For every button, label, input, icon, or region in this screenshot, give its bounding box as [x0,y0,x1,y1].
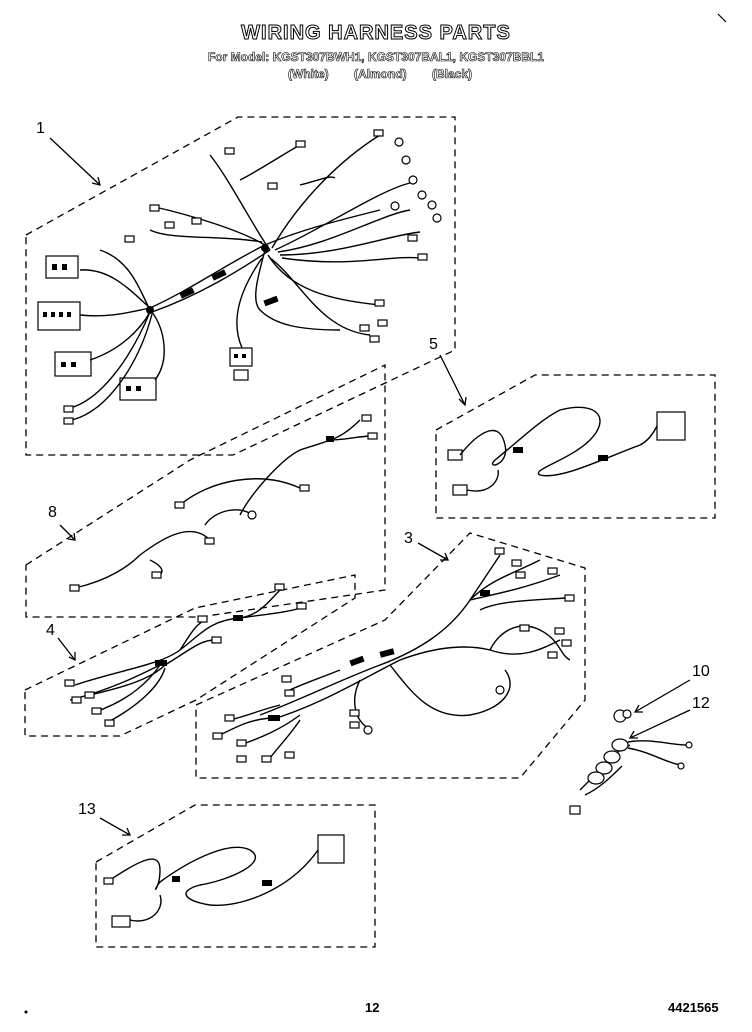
callout-12: 12 [692,695,710,712]
variant-white: (White) [288,67,329,82]
callout-3: 3 [404,530,413,547]
model-numbers: For Model: KGST307BWH1, KGST307BAL1, KGS… [207,50,545,65]
callout-4: 4 [46,622,55,639]
variant-black: (Black) [432,67,473,82]
harness-part-5 [435,374,716,519]
callout-5: 5 [429,336,438,353]
harness-part-13 [95,804,376,948]
variant-almond: (Almond) [354,67,407,82]
callout-10: 10 [692,663,710,680]
part-12-power-cord [569,738,693,815]
harness-part-4 [24,574,356,737]
callout-arrows [49,137,691,836]
harness-part-8 [25,363,386,618]
document-number: 4421565 [668,1000,719,1015]
page-title: WIRING HARNESS PARTS [241,22,511,45]
page-number: 12 [365,1000,380,1015]
callout-8: 8 [48,504,57,521]
part-10-grommet [613,709,632,723]
harness-part-3 [195,532,586,779]
callout-13: 13 [78,801,96,818]
callout-1: 1 [36,120,45,137]
harness-part-1 [25,116,456,456]
